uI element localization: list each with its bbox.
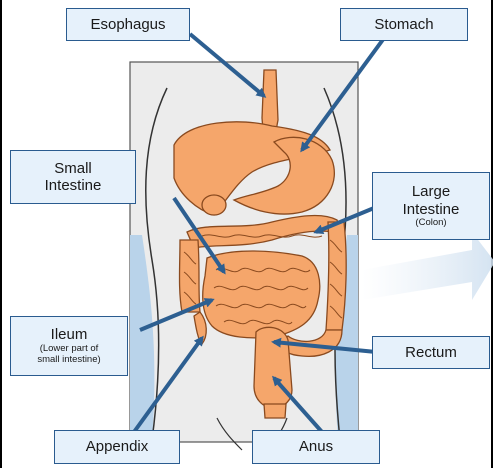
rectum-organ (254, 327, 292, 408)
label-anus: Anus (252, 430, 380, 464)
label-ileum: Ileum (Lower part of small intestine) (10, 316, 128, 376)
label-large-intestine: Large Intestine (Colon) (372, 172, 490, 240)
label-appendix: Appendix (54, 430, 180, 464)
label-small-intestine: Small Intestine (10, 150, 136, 204)
gallbladder-organ (202, 195, 226, 215)
label-rectum: Rectum (372, 336, 490, 369)
label-esophagus: Esophagus (66, 8, 190, 41)
faint-background-arrow (362, 232, 493, 300)
anus-organ (264, 404, 286, 418)
label-stomach: Stomach (340, 8, 468, 41)
descending-colon-organ (326, 222, 346, 330)
ascending-colon-organ (180, 240, 201, 312)
